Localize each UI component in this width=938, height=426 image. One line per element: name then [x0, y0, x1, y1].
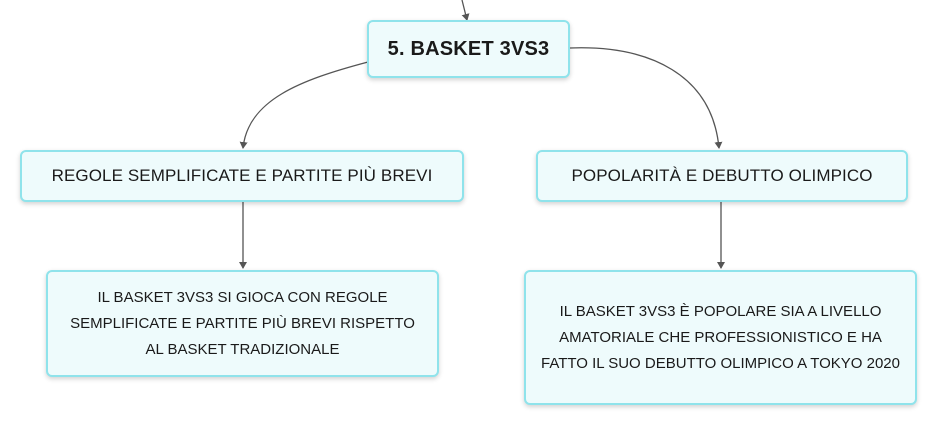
detail-text-regole: IL BASKET 3VS3 SI GIOCA CON REGOLE SEMPL…: [70, 288, 415, 358]
branch-label-popolarita: POPOLARITÀ E DEBUTTO OLIMPICO: [571, 166, 873, 185]
connector-root-to-right-branch: [569, 47, 723, 149]
root-topic-node[interactable]: 5. BASKET 3VS3: [367, 20, 570, 78]
branch-node-regole[interactable]: REGOLE SEMPLIFICATE E PARTITE PIÙ BREVI: [20, 150, 464, 202]
detail-node-regole[interactable]: IL BASKET 3VS3 SI GIOCA CON REGOLE SEMPL…: [46, 270, 439, 377]
branch-label-regole: REGOLE SEMPLIFICATE E PARTITE PIÙ BREVI: [51, 166, 433, 185]
detail-node-popolarita[interactable]: IL BASKET 3VS3 È POPOLARE SIA A LIVELLO …: [524, 270, 917, 405]
connector-parent-to-root: [461, 0, 470, 21]
root-topic-label: 5. BASKET 3VS3: [387, 37, 550, 60]
detail-text-popolarita: IL BASKET 3VS3 È POPOLARE SIA A LIVELLO …: [540, 302, 900, 372]
branch-node-popolarita[interactable]: POPOLARITÀ E DEBUTTO OLIMPICO: [536, 150, 908, 202]
connector-root-to-left-branch: [239, 61, 369, 149]
